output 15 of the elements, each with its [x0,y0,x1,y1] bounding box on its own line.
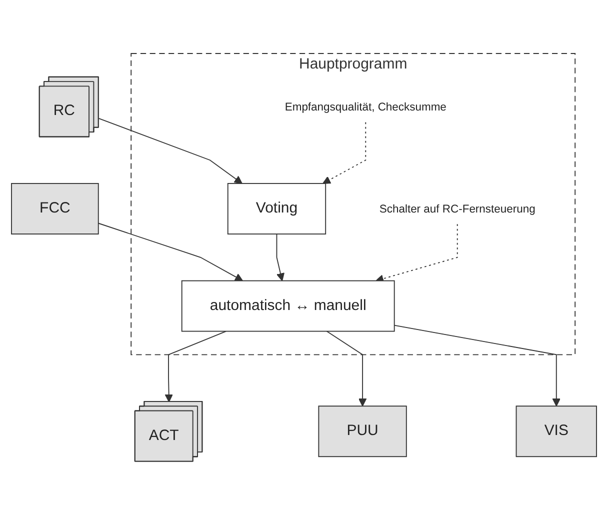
arrow [376,224,458,283]
node-box: automatisch ↔ manuell [181,280,395,332]
node-box: PUU [318,406,407,458]
arrow [326,330,367,407]
arrow [98,222,244,282]
arrow [394,324,560,407]
node-box: FCC [11,183,99,235]
node-box: VIS [516,406,597,458]
arrow [322,122,366,184]
node-box: Voting [227,183,326,235]
arrow [276,234,284,282]
arrow [98,118,242,184]
node-text: Empfangsqualität, Checksumme [284,100,446,114]
arrow [164,330,226,402]
node-text: Schalter auf RC-Fernsteuerung [379,202,536,216]
